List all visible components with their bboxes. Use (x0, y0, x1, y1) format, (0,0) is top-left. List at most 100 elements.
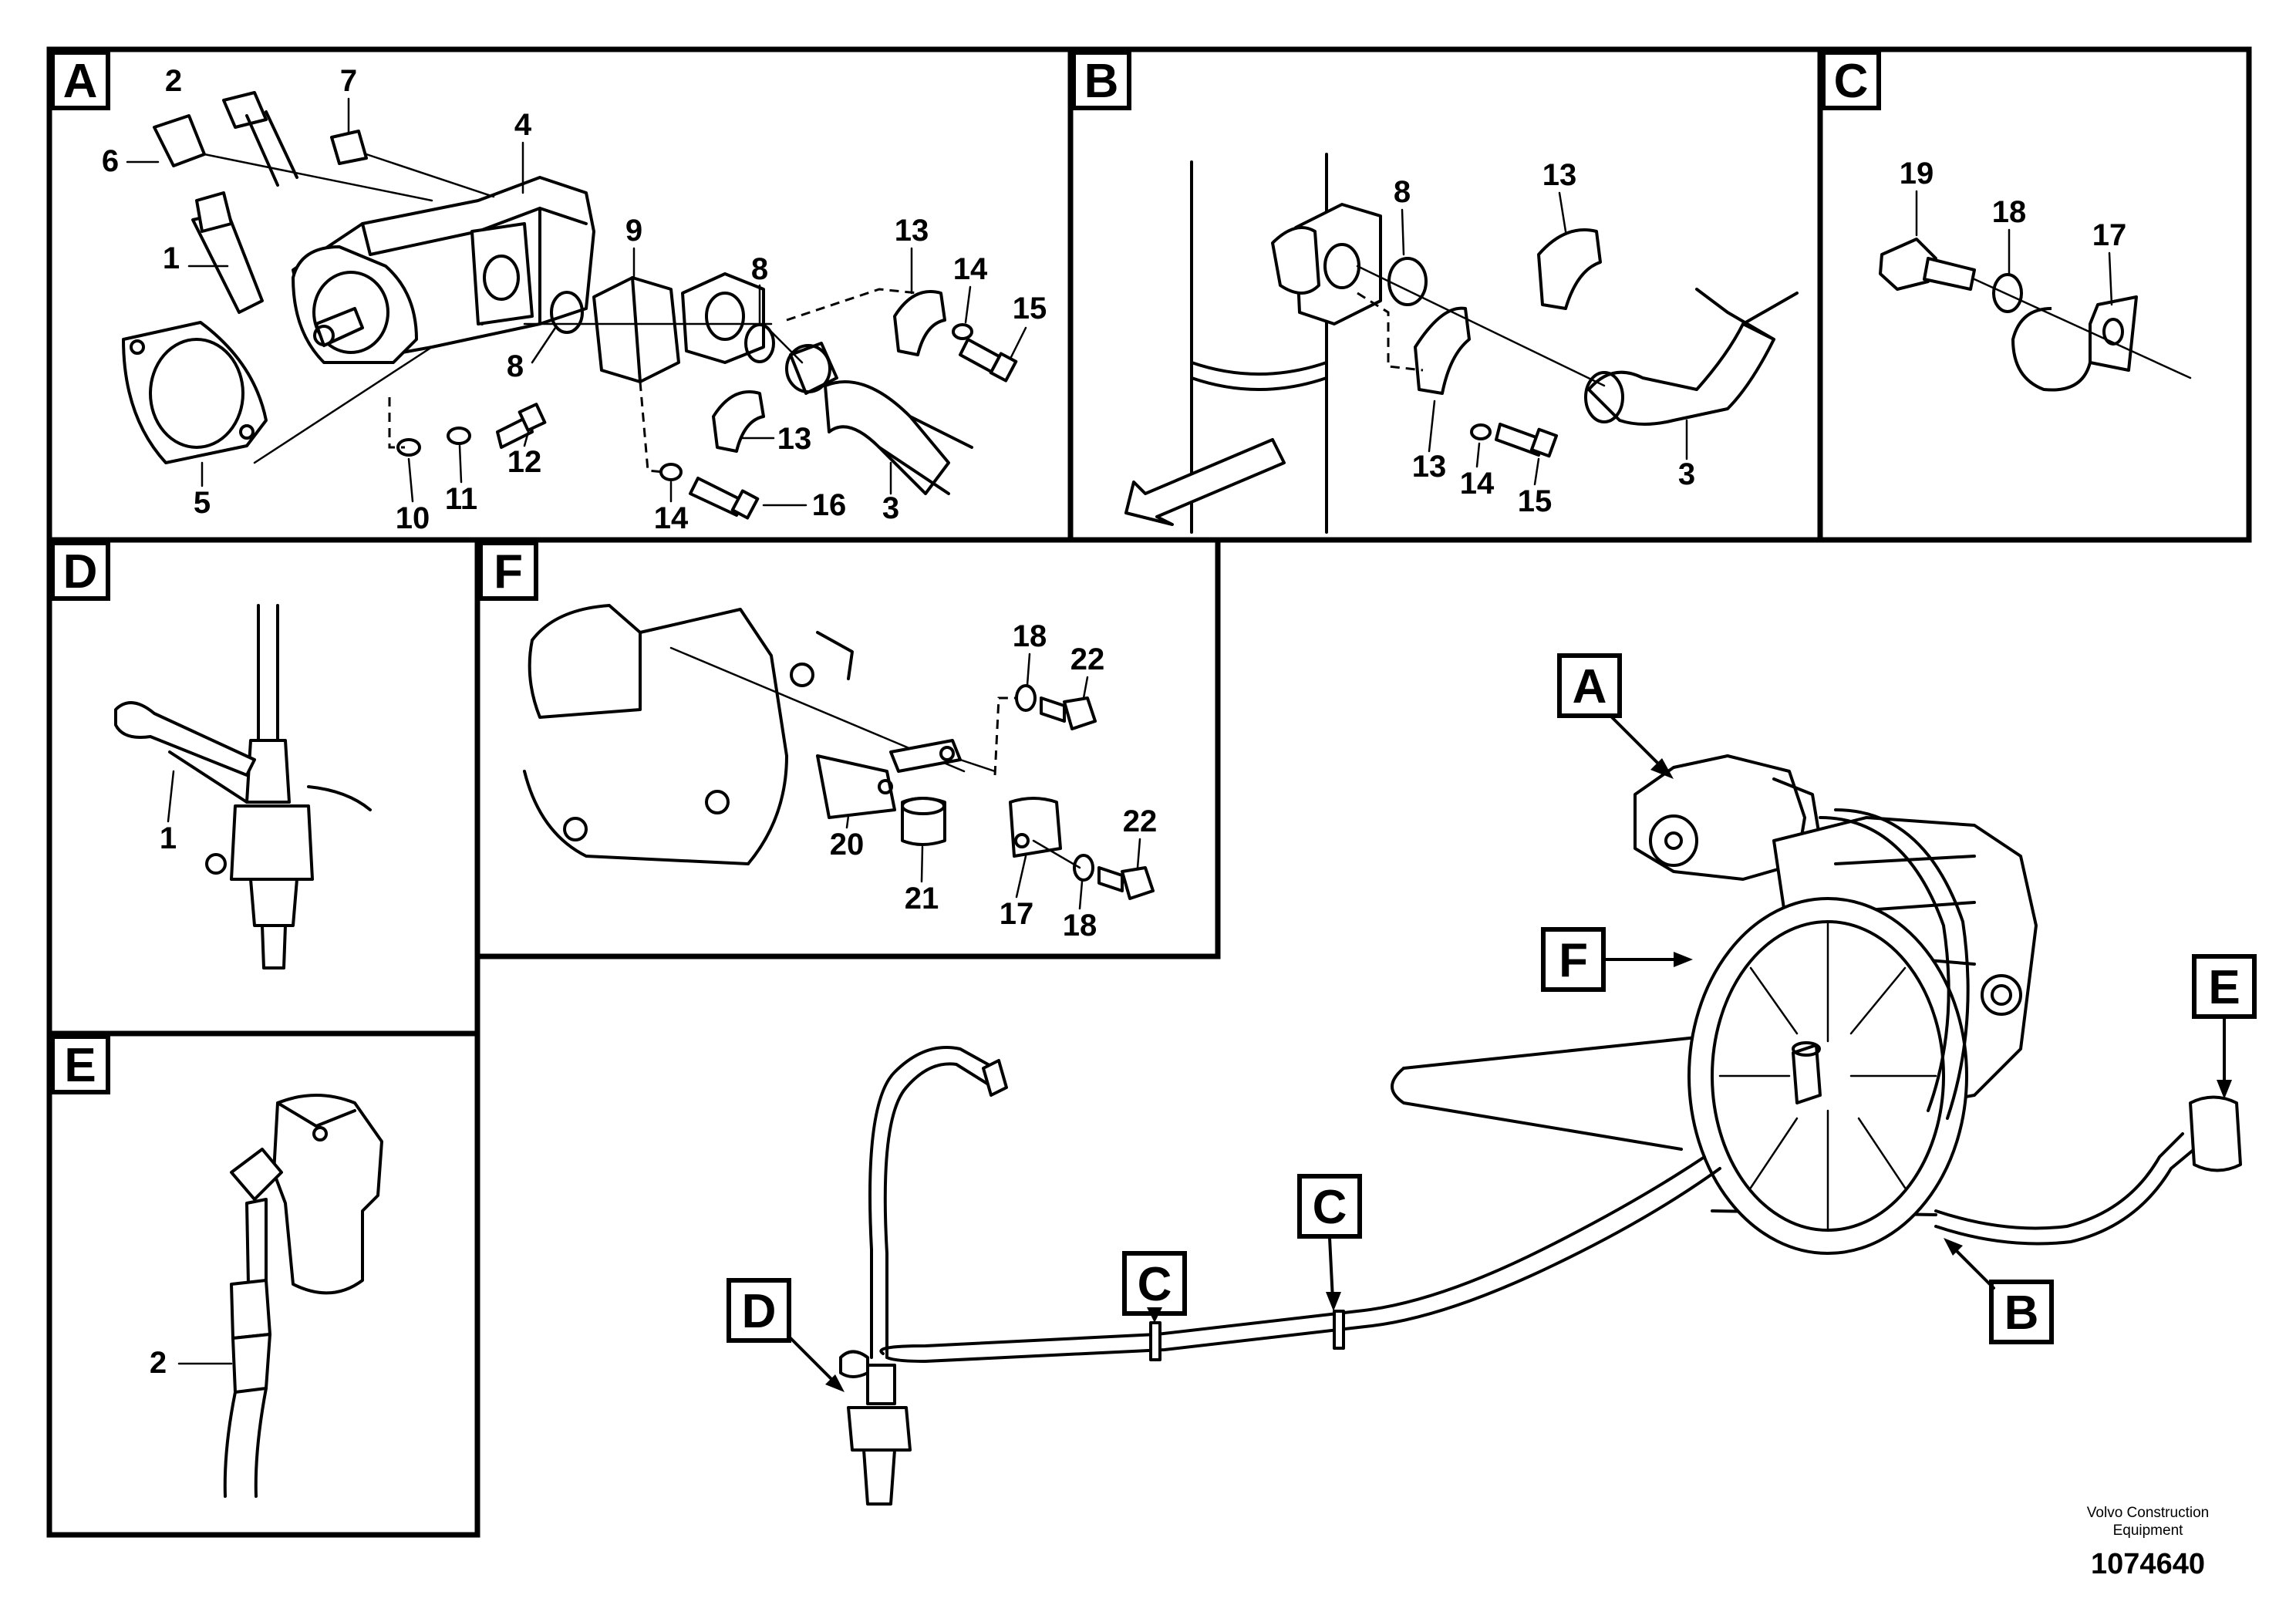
svg-text:C: C (1834, 55, 1869, 108)
svg-text:A: A (1573, 660, 1607, 713)
panel-a-drawing (122, 91, 1018, 520)
panel-e-frame (46, 1030, 480, 1538)
callout-b: B (1944, 1238, 2054, 1344)
panel-d-drawing (114, 604, 372, 969)
panel-label-d: D (50, 541, 110, 601)
part-number-label: 10 (396, 501, 430, 535)
callout-c-upper: C (1297, 1174, 1362, 1311)
fitting-part-7 (330, 130, 368, 165)
panel-label-a: A (50, 50, 110, 110)
panel-c-frame (1817, 46, 2252, 543)
part-number-label: 9 (625, 214, 642, 248)
drawing-number: 1074640 (2091, 1548, 2205, 1580)
panel-b-drawing (1124, 153, 1799, 534)
panel-a-numbers: 1 2 3 4 5 6 7 8 8 9 10 11 12 13 13 14 14… (102, 64, 1047, 535)
clamp-half-part-13 (1537, 228, 1602, 310)
direction-arrow (1124, 438, 1286, 526)
panel-f-numbers: 18 22 20 21 17 18 22 (830, 619, 1158, 943)
panel-label-f: F (478, 541, 538, 601)
panel-d-numbers: 1 (160, 770, 177, 855)
part-number-label: 22 (1123, 804, 1158, 838)
bolt-part-22 (1040, 696, 1066, 723)
hose-part-2 (231, 1333, 271, 1394)
svg-text:B: B (1084, 55, 1119, 108)
callout-f: F (1541, 927, 1693, 992)
panel-b-numbers: 8 13 13 14 15 3 (1394, 158, 1695, 518)
part-number-label: 12 (507, 445, 542, 479)
panel-f-frame (474, 537, 1221, 959)
clamp-part-21 (901, 797, 946, 846)
panel-labels: A B C D F E (50, 50, 1881, 1094)
part-number-label: 8 (1394, 175, 1411, 209)
part-number-label: 15 (1518, 484, 1553, 518)
part-number-label: 5 (194, 486, 211, 520)
panel-frames (46, 46, 2252, 1538)
panel-label-b: B (1071, 50, 1131, 110)
part-number-label: 4 (514, 108, 532, 142)
pipe-part-3 (1587, 322, 1775, 426)
part-number-label: 13 (1542, 158, 1577, 192)
part-number-label: 14 (953, 252, 988, 286)
part-number-label: 8 (751, 252, 768, 286)
svg-text:B: B (2004, 1286, 2039, 1340)
part-number-label: 14 (1460, 467, 1495, 501)
svg-text:C: C (1138, 1258, 1172, 1311)
part-number-label: 18 (1063, 909, 1097, 943)
part-number-label: 17 (1000, 897, 1034, 931)
panel-e-numbers: 2 (150, 1346, 233, 1380)
clip-part-17 (2011, 295, 2138, 392)
flywheel-housing (1687, 897, 1968, 1255)
fitting-part-6 (153, 114, 206, 167)
gasket-part-5 (122, 321, 268, 464)
fitting-part-2 (222, 91, 268, 129)
part-number-label: 18 (1992, 195, 2027, 229)
washer-part-18 (1992, 273, 2023, 313)
svg-text:F: F (494, 545, 523, 599)
o-ring-part-8 (550, 291, 584, 334)
panel-c-drawing (1879, 238, 2192, 392)
washer-part-18 (1015, 684, 1037, 712)
part-number-label: 8 (507, 349, 524, 383)
brand-line-2: Equipment (2113, 1523, 2184, 1539)
panel-label-c: C (1821, 50, 1881, 110)
part-number-label: 14 (654, 501, 689, 535)
svg-text:A: A (63, 55, 98, 108)
part-number-label: 3 (882, 491, 899, 525)
callout-c-lower: C (1122, 1251, 1187, 1323)
bracket-part-20 (816, 754, 896, 819)
svg-text:C: C (1313, 1181, 1347, 1234)
part-number-label: 15 (1013, 292, 1047, 325)
bolt-part-16 (689, 477, 746, 517)
brand-line-1: Volvo Construction (2087, 1505, 2209, 1521)
clip-part-17 (1009, 797, 1062, 858)
part-number-label: 2 (165, 64, 182, 98)
clamp-half-part-13 (893, 290, 946, 356)
washer-part-14 (659, 463, 683, 481)
part-number-label: 6 (102, 144, 119, 178)
hose-part-3 (824, 380, 950, 495)
callout-e: E (2192, 954, 2257, 1099)
callout-d: D (727, 1278, 845, 1392)
part-number-label: 1 (160, 821, 177, 855)
washer-part-10 (396, 438, 421, 457)
part-number-label: 13 (1412, 450, 1447, 484)
washer-part-11 (447, 427, 471, 445)
svg-text:E: E (64, 1039, 96, 1092)
overview-assembly (839, 754, 2242, 1506)
part-number-label: 17 (2092, 218, 2127, 252)
part-number-label: 13 (777, 422, 812, 456)
panel-c-numbers: 19 18 17 (1900, 157, 2127, 306)
svg-text:E: E (2208, 961, 2240, 1014)
part-number-label: 13 (895, 214, 929, 248)
part-number-label: 22 (1070, 642, 1105, 676)
part-number-label: 2 (150, 1346, 167, 1380)
washer-part-14 (1470, 423, 1492, 440)
part-number-label: 19 (1900, 157, 1934, 191)
svg-text:D: D (63, 545, 98, 599)
footer: Volvo Construction Equipment 1074640 (2087, 1505, 2209, 1580)
part-number-label: 1 (163, 241, 180, 275)
overview-callouts: A F E B C C (727, 653, 2257, 1392)
part-number-label: 3 (1678, 457, 1695, 491)
callout-a: A (1557, 653, 1674, 779)
